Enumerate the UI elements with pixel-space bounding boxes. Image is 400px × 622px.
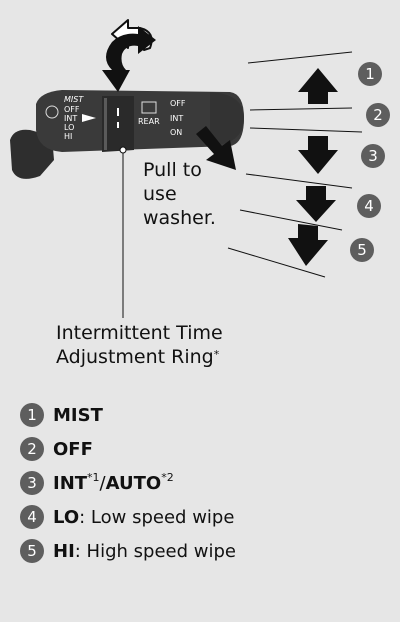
legend-label: MIST: [53, 404, 103, 426]
lever-label-lo: LO: [64, 123, 74, 132]
badge-2: 2: [366, 103, 390, 127]
legend-item-int-auto: 3 INT*1/AUTO*2: [20, 466, 390, 500]
leader-line-3: [249, 127, 363, 133]
pull-to-wash-callout: Pull to use washer.: [143, 158, 253, 230]
up-arrow-mist: [298, 68, 338, 104]
legend-badge: 2: [20, 437, 44, 461]
leader-lines: [122, 51, 363, 318]
legend-description: : High speed wipe: [74, 540, 236, 562]
legend-text: MIST: [53, 405, 103, 426]
badge-4: 4: [357, 194, 381, 218]
lever-label-int: INT: [64, 114, 77, 123]
ring-callout: Intermittent Time Adjustment Ring*: [56, 321, 276, 369]
legend-item-off: 2 OFF: [20, 432, 390, 466]
pull-line-2: use: [143, 183, 177, 205]
legend-item-lo: 4 LO: Low speed wipe: [20, 500, 390, 534]
pointer-arrow: [82, 114, 96, 122]
lever-label-rear-on: ON: [170, 128, 182, 137]
leader-line-2: [249, 107, 353, 111]
legend-label: OFF: [53, 438, 93, 460]
legend-label: HI: [53, 540, 75, 562]
lever-label-rear-off: OFF: [170, 99, 186, 108]
lever-label-mist: MIST: [64, 95, 84, 104]
badge-3: 3: [361, 144, 385, 168]
lever-label-hi: HI: [64, 132, 72, 141]
rear-wiper-icon: [141, 101, 157, 114]
lever-label-rear-int: INT: [170, 114, 183, 123]
ring-line-1: Intermittent Time: [56, 322, 223, 344]
leader-line-4: [245, 173, 353, 189]
down-arrow-lo: [296, 186, 336, 222]
lever-text-left: MIST OFF INT LO HI: [64, 95, 84, 141]
legend-item-hi: 5 HI: High speed wipe: [20, 534, 390, 568]
ring-footnote-mark: *: [213, 348, 220, 361]
rotate-arrow-front: [102, 26, 156, 92]
down-arrow-int: [298, 136, 338, 174]
pull-line-3: washer.: [143, 207, 216, 229]
legend-text: HI: High speed wipe: [53, 541, 236, 562]
ring-dot: [119, 146, 127, 154]
wiper-lever: [10, 90, 244, 179]
wiper-lever-diagram: MIST OFF INT LO HI REAR OFF INT ON: [10, 19, 363, 318]
lever-body: [36, 90, 244, 152]
washer-symbol: [45, 105, 59, 119]
rotate-arrows: [102, 19, 156, 92]
legend-badge: 5: [20, 539, 44, 563]
position-arrows: [288, 68, 338, 266]
lever-label-off: OFF: [64, 105, 80, 114]
legend-badge: 3: [20, 471, 44, 495]
leader-line-5b: [227, 247, 326, 278]
leader-line-1: [247, 51, 353, 64]
position-legend: 1 MIST 2 OFF 3 INT*1/AUTO*2 4 LO: Low sp…: [20, 398, 390, 568]
leader-line-5a: [239, 209, 343, 231]
lever-end-cap: [210, 92, 244, 146]
legend-text: OFF: [53, 439, 93, 460]
legend-label: INT: [53, 472, 88, 494]
lever-ring-highlight: [104, 98, 107, 150]
ring-line-2-wrap: Adjustment Ring*: [56, 345, 276, 369]
lever-label-rear: REAR: [138, 117, 160, 126]
badge-1: 1: [358, 62, 382, 86]
legend-text: LO: Low speed wipe: [53, 507, 234, 528]
down-arrow-hi: [288, 224, 328, 266]
lever-text-right: REAR OFF INT ON: [138, 99, 186, 137]
legend-item-mist: 1 MIST: [20, 398, 390, 432]
ring-line-2: Adjustment Ring: [56, 346, 214, 368]
legend-footnote-1: *1: [87, 470, 100, 484]
legend-description: : Low speed wipe: [79, 506, 235, 528]
legend-separator: /: [99, 472, 106, 494]
pull-line-1: Pull to: [143, 159, 202, 181]
badge-5: 5: [350, 238, 374, 262]
legend-text: INT*1/AUTO*2: [53, 470, 174, 494]
legend-footnote-2: *2: [161, 470, 174, 484]
legend-badge: 4: [20, 505, 44, 529]
pull-arrow: [196, 126, 236, 170]
legend-badge: 1: [20, 403, 44, 427]
legend-label-2: AUTO: [105, 472, 162, 494]
legend-label: LO: [53, 506, 80, 528]
